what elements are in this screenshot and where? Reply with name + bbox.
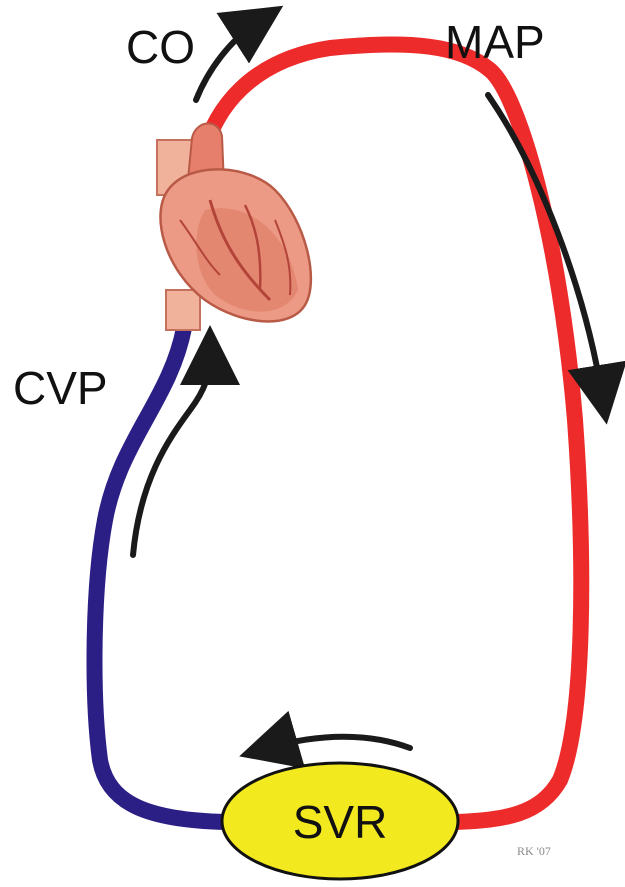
co-label: CO (126, 21, 195, 73)
cvp-label: CVP (13, 362, 108, 414)
heart-icon (157, 123, 311, 330)
map-label: MAP (445, 16, 545, 68)
credit-label: RK '07 (517, 844, 551, 858)
venous-vessel (95, 328, 225, 822)
svr-label: SVR (293, 796, 388, 848)
peripheral-flow-arrow (268, 737, 410, 748)
